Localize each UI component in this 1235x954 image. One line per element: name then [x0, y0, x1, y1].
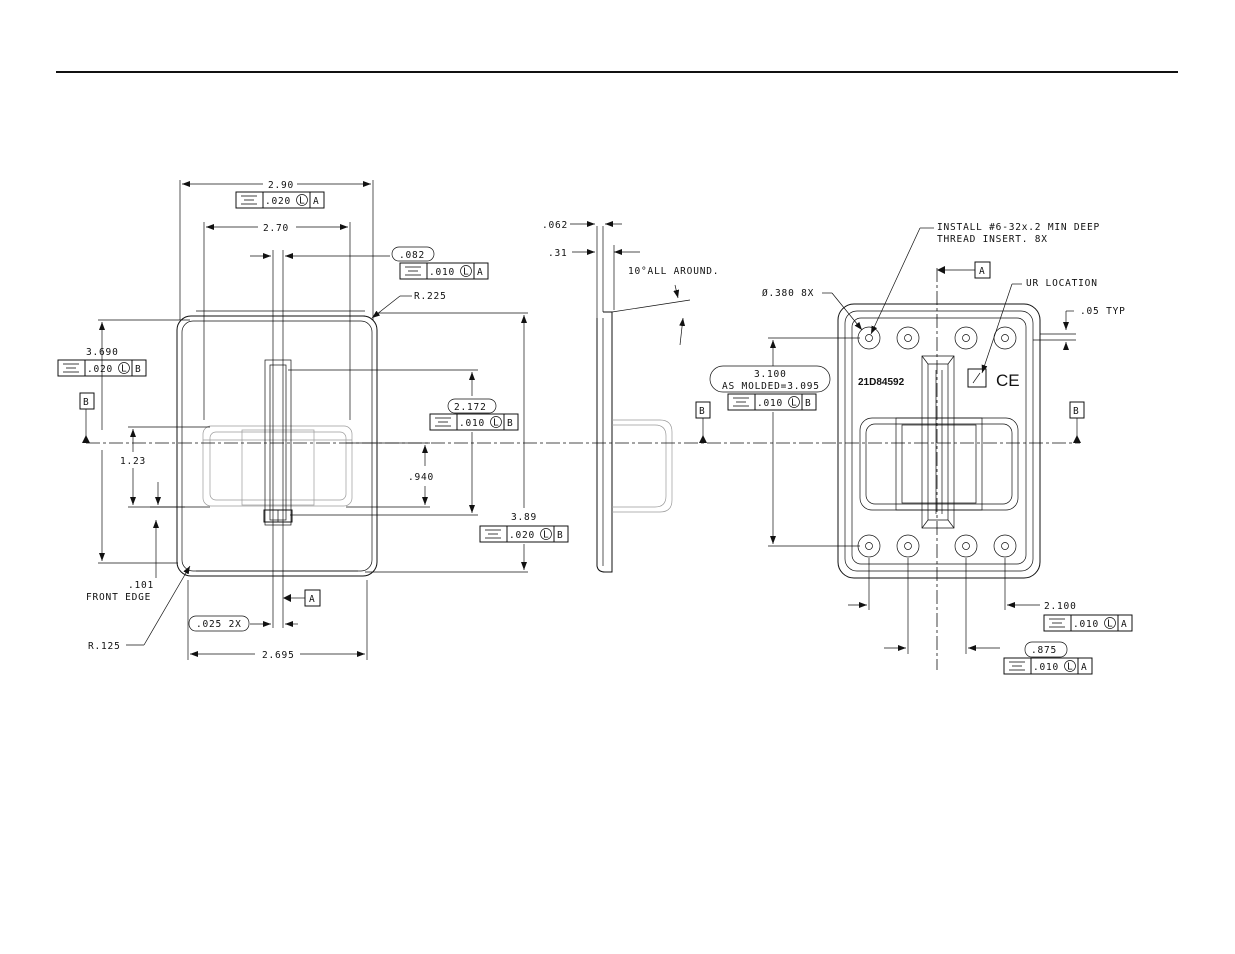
fcf-3: .020 L B: [57, 359, 147, 377]
fcf-2: .010 L A: [399, 262, 489, 280]
svg-text:.020: .020: [509, 530, 535, 541]
ce-mark: CE: [996, 371, 1020, 390]
svg-text:.010: .010: [1073, 619, 1099, 630]
dim-062: .062: [542, 220, 568, 231]
dim-r-225: R.225: [414, 291, 447, 302]
svg-text:.020: .020: [265, 196, 291, 207]
side-view: .062 .31 10°ALL AROUND.: [542, 220, 719, 573]
svg-text:A: A: [477, 267, 484, 278]
dim-05-typ: .05 TYP: [1080, 306, 1126, 317]
fcf-5: .020 L B: [479, 525, 569, 543]
svg-text:.010: .010: [757, 398, 783, 409]
svg-text:.020: .020: [87, 364, 113, 375]
svg-text:.010: .010: [459, 418, 485, 429]
svg-text:.082: .082: [399, 250, 425, 261]
svg-text:L: L: [299, 196, 306, 207]
svg-text:A: A: [979, 266, 986, 277]
svg-text:B: B: [507, 418, 514, 429]
note-install-1: INSTALL #6-32x.2 MIN DEEP: [937, 222, 1100, 233]
svg-text:.025 2X: .025 2X: [196, 619, 242, 630]
svg-text:A: A: [1081, 662, 1088, 673]
dim-2-695: 2.695: [262, 650, 295, 661]
svg-text:.010: .010: [1033, 662, 1059, 673]
dim-2-100: 2.100: [1044, 601, 1077, 612]
svg-text:.010: .010: [429, 267, 455, 278]
datum-a-front: A: [283, 589, 321, 607]
svg-text:L: L: [493, 418, 500, 429]
basic-dim-3-100: 3.100 AS MOLDED=3.095: [709, 365, 831, 393]
note-ur-location: UR LOCATION: [1026, 278, 1098, 289]
part-number: 21D84592: [858, 377, 905, 388]
svg-text:3.100: 3.100: [754, 369, 787, 380]
svg-text:L: L: [791, 398, 798, 409]
dim-1-23: 1.23: [120, 456, 146, 467]
rear-view: CE 21D84592: [837, 268, 1041, 670]
svg-text:L: L: [121, 364, 128, 375]
svg-text:A: A: [309, 594, 316, 605]
basic-dim-025: .025 2X: [188, 615, 250, 632]
datum-b-left: B: [79, 392, 95, 443]
svg-text:2.172: 2.172: [454, 402, 487, 413]
fcf-1: .020 L A: [235, 191, 325, 209]
datum-a-rear: A: [937, 261, 991, 279]
dim-2-90: 2.90: [268, 180, 294, 191]
fcf-4: .010 L B: [429, 413, 519, 431]
front-edge-label: FRONT EDGE: [86, 592, 151, 603]
svg-text:.875: .875: [1031, 645, 1057, 656]
svg-text:L: L: [1067, 662, 1074, 673]
dim-31: .31: [548, 248, 568, 259]
svg-text:B: B: [135, 364, 142, 375]
svg-text:B: B: [557, 530, 564, 541]
svg-text:L: L: [543, 530, 550, 541]
dim-10-deg: 10°ALL AROUND.: [628, 266, 719, 277]
ur-mark-box: [967, 368, 987, 388]
fcf-6: .010 L B: [727, 393, 817, 411]
svg-text:L: L: [1107, 619, 1114, 630]
basic-dim-2-172: 2.172: [447, 398, 497, 414]
svg-text:L: L: [463, 267, 470, 278]
fcf-7: .010 L A: [1043, 614, 1133, 632]
dim-101: .101: [128, 580, 154, 591]
svg-text:AS MOLDED=3.095: AS MOLDED=3.095: [722, 381, 820, 392]
dim-3-690: 3.690: [86, 347, 119, 358]
svg-text:B: B: [1073, 406, 1080, 417]
svg-text:B: B: [83, 397, 90, 408]
basic-dim-082: .082: [391, 246, 435, 262]
fcf-8: .010 L A: [1003, 657, 1093, 675]
dim-940: .940: [408, 472, 434, 483]
svg-text:A: A: [313, 196, 320, 207]
svg-text:B: B: [699, 406, 706, 417]
dim-380: Ø.380 8X: [762, 288, 814, 299]
front-view: [176, 250, 378, 628]
dim-3-89: 3.89: [511, 512, 537, 523]
rear-view-dimensions: INSTALL #6-32x.2 MIN DEEP THREAD INSERT.…: [762, 222, 1126, 654]
datum-b-right: B: [1069, 401, 1085, 443]
basic-dim-875: .875: [1024, 641, 1068, 658]
svg-text:B: B: [805, 398, 812, 409]
dim-2-70: 2.70: [263, 223, 289, 234]
dim-r-125: R.125: [88, 641, 121, 652]
note-install-2: THREAD INSERT. 8X: [937, 234, 1048, 245]
datum-b-side: B: [695, 401, 711, 443]
svg-text:A: A: [1121, 619, 1128, 630]
